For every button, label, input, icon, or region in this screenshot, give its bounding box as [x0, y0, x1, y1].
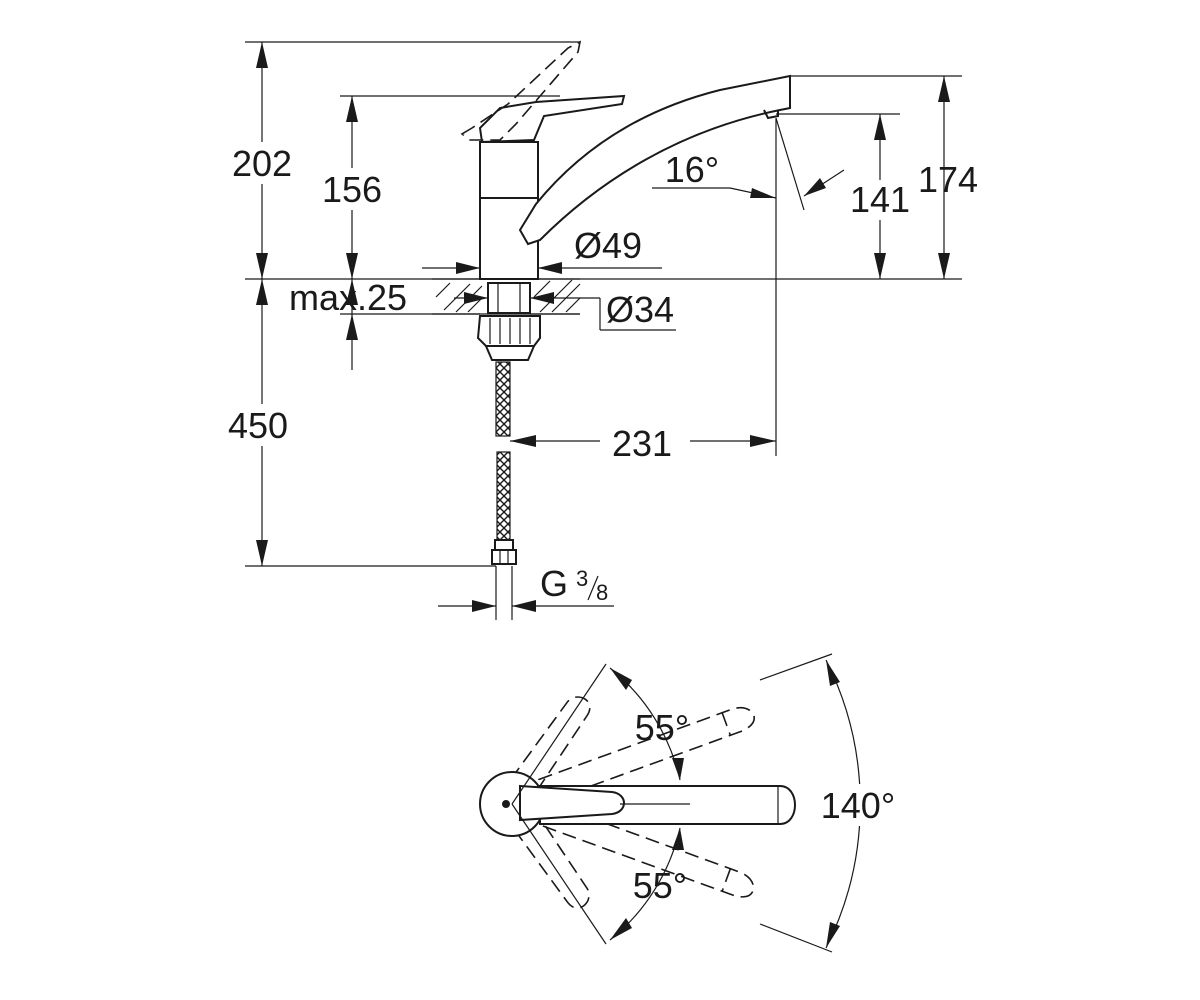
dim-141: [776, 113, 914, 279]
dim-202: [222, 41, 580, 279]
dim-g38-num: 3: [576, 566, 588, 591]
lever-position-left-upper: [509, 696, 591, 797]
dim-g38-den: 8: [596, 580, 608, 605]
dim-450: [222, 279, 496, 567]
dim-55-upper: [609, 667, 684, 781]
side-view: 202 156 174 141: [222, 40, 978, 620]
lever-top-view: [519, 784, 625, 822]
top-view: 55° 55° 140°: [479, 653, 904, 953]
dim-d49: [422, 262, 662, 274]
lever-raised-outline: [460, 40, 582, 141]
dim-174: [790, 75, 962, 279]
spout: [518, 74, 791, 246]
mounting-shank: [487, 282, 531, 314]
lever-position-left-lower: [509, 807, 590, 909]
dim-d49-label: Ø49: [574, 225, 642, 266]
dim-231-label: 231: [612, 423, 672, 464]
dim-156: [312, 95, 560, 279]
hose-lower: [496, 451, 511, 541]
dim-16-label: 16°: [665, 149, 719, 190]
dim-d34: [530, 292, 676, 331]
dim-55-lower-label: 55°: [633, 865, 687, 906]
dim-55-lower: [609, 827, 684, 941]
dim-202-label: 202: [232, 143, 292, 184]
dim-141-label: 141: [850, 179, 910, 220]
dim-231: [510, 435, 776, 447]
indicator-dot: [502, 800, 510, 808]
dim-16-angle: [652, 117, 845, 211]
countertop-hatch-left: [432, 278, 483, 315]
dim-55-upper-label: 55°: [635, 707, 689, 748]
dim-max25: [346, 279, 488, 370]
lever-handle: [478, 94, 626, 144]
dim-d34-label: Ø34: [606, 289, 674, 330]
dim-450-label: 450: [228, 405, 288, 446]
dim-174-label: 174: [918, 159, 978, 200]
dim-156-label: 156: [322, 169, 382, 210]
dim-g38: [438, 566, 614, 620]
hose-upper: [495, 361, 511, 437]
faucet-body: [479, 141, 539, 280]
dim-140-label: 140°: [821, 785, 895, 826]
lever-position-right-lower: [537, 800, 755, 898]
dim-140: [808, 659, 904, 949]
dim-g38-thread: G: [540, 563, 568, 604]
mounting-nut: [476, 315, 541, 347]
hose-fitting: [494, 539, 514, 551]
lever-position-right-upper: [537, 706, 755, 804]
dim-max25-label: max.25: [289, 277, 407, 318]
